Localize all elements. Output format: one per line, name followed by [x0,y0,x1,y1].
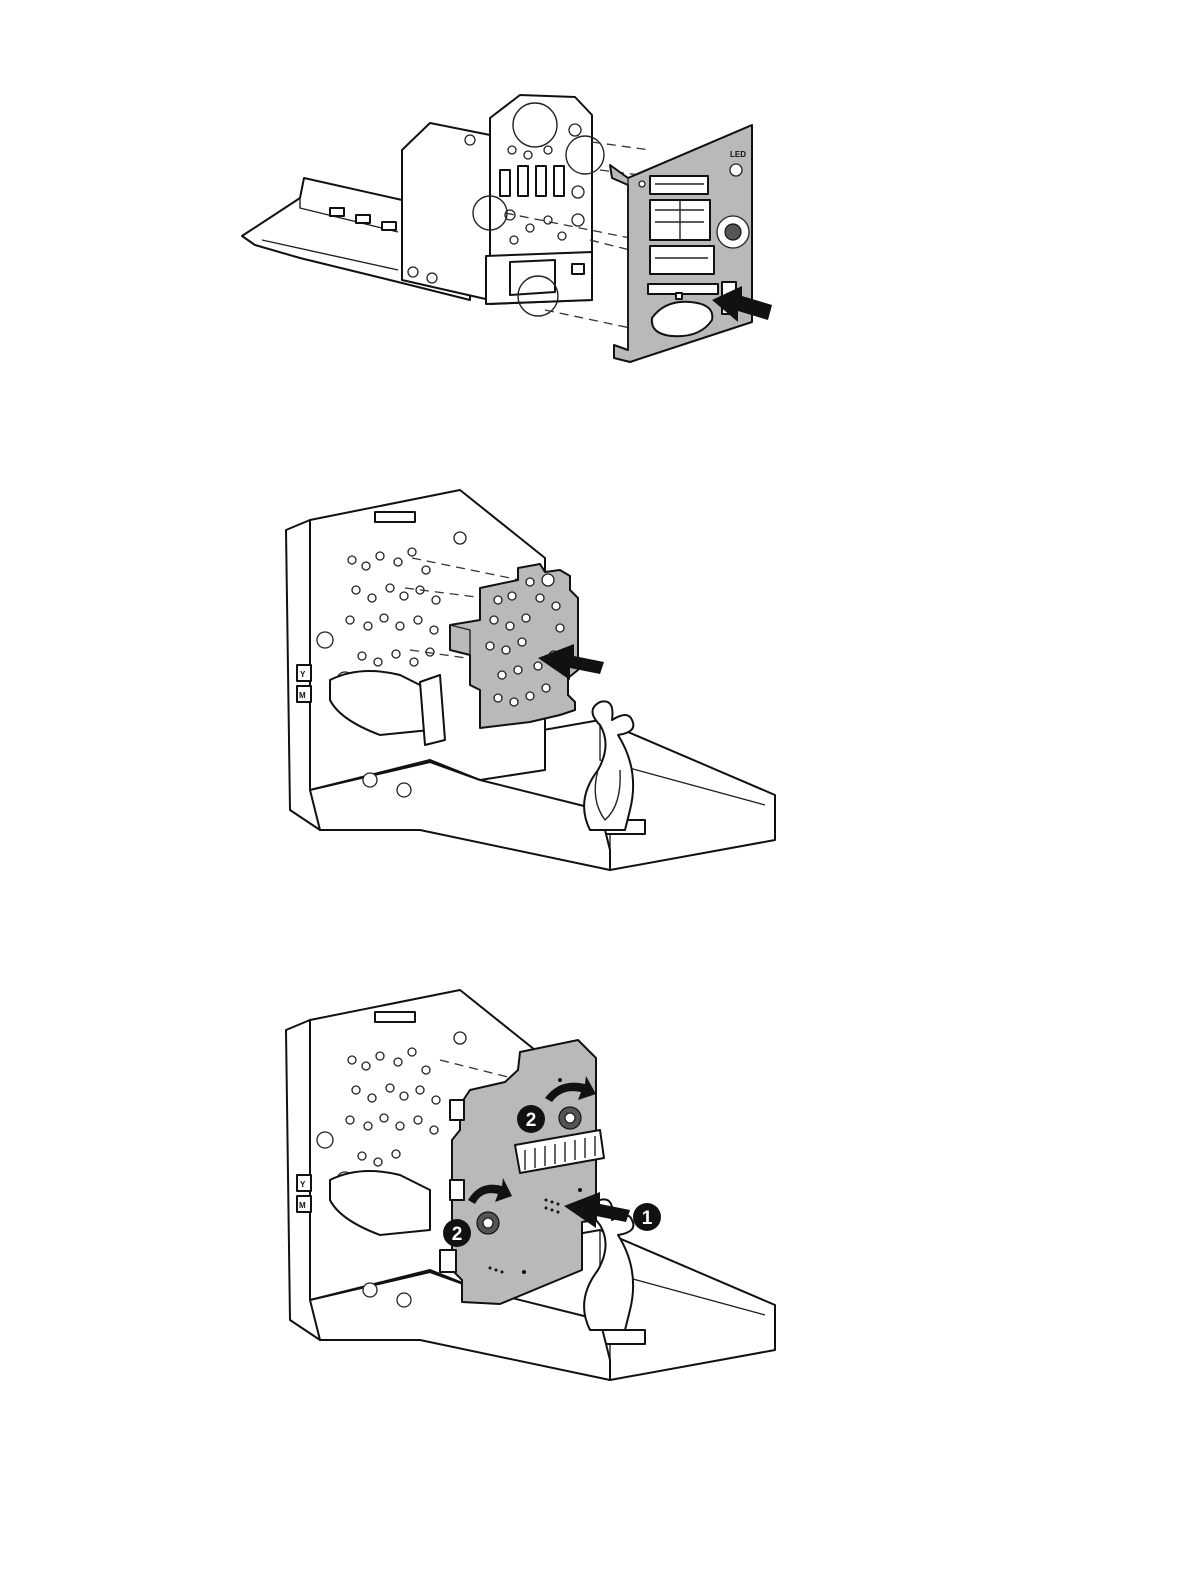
side-label-y: Y [300,1180,306,1189]
board-standoff [450,1100,464,1120]
panel-label-block [650,176,708,194]
figure-1-front-panel-install: LED [0,0,1189,420]
panel-label-block [650,246,714,274]
board-standoff [440,1250,456,1272]
rail-slot [330,208,344,216]
figure-2-backplate-install: Y M [0,470,1189,910]
side-label-m: M [299,691,306,700]
board-standoff [450,1180,464,1200]
side-label-m: M [299,1201,306,1210]
callout-2-lower: 2 [443,1219,471,1247]
rail-slot [356,215,370,223]
side-label-y: Y [300,670,306,679]
svg-text:2: 2 [452,1224,463,1245]
callout-1: 1 [633,1203,661,1231]
figure-3-board-install: Y M 1 2 2 [0,980,1189,1400]
svg-text:2: 2 [526,1110,537,1131]
svg-text:1: 1 [642,1208,653,1229]
callout-2-upper: 2 [517,1105,545,1133]
rail-slot [382,222,396,230]
led-label: LED [730,150,746,159]
led-indicator [730,164,742,176]
